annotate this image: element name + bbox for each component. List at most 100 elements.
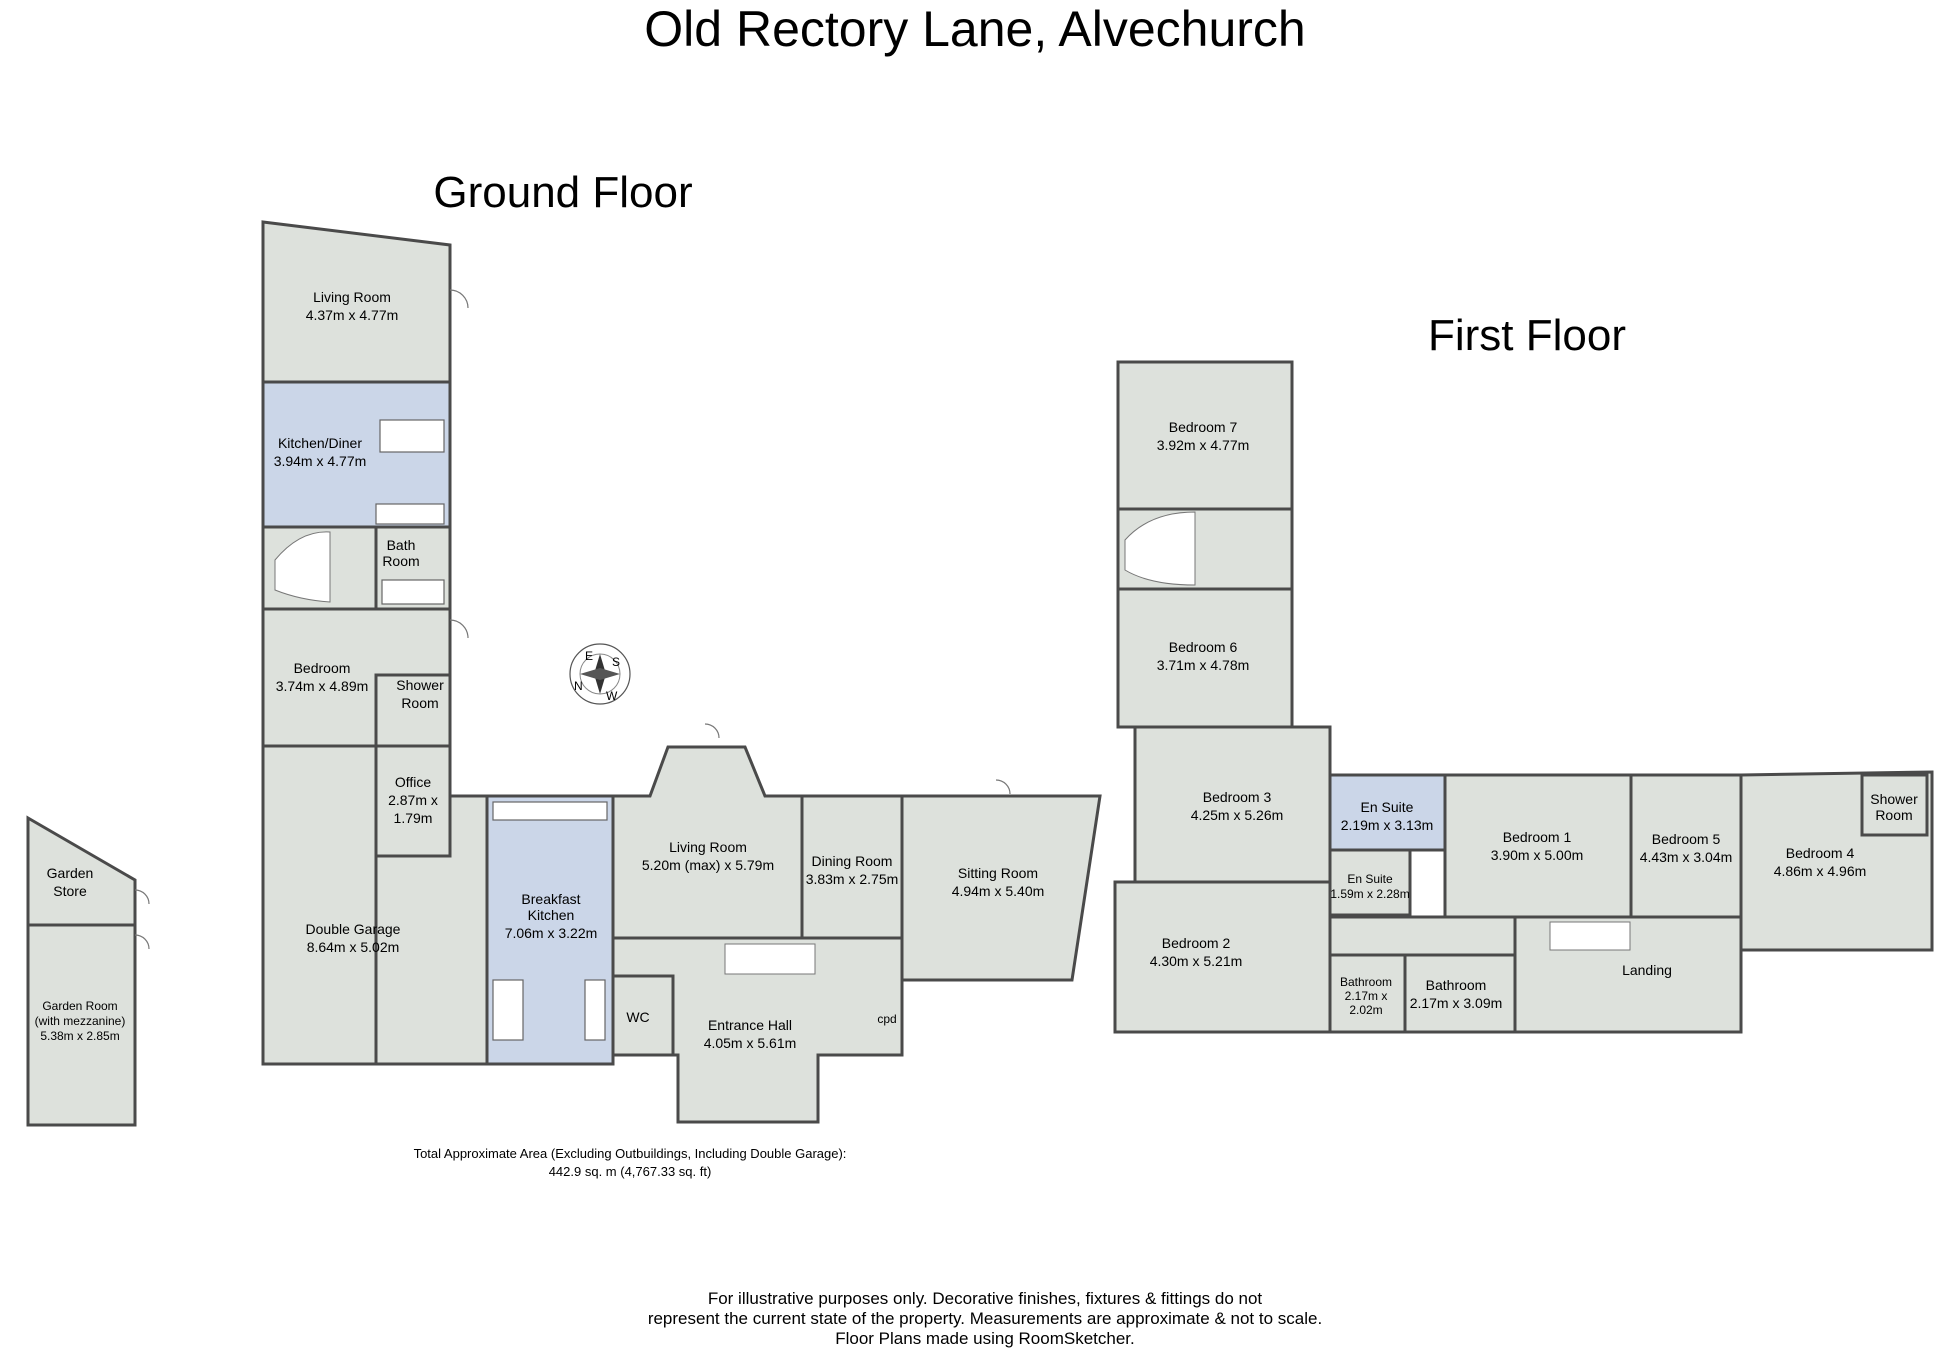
f-en-suite-1-name: En Suite xyxy=(1361,799,1414,815)
f-bedroom5-name: Bedroom 5 xyxy=(1652,831,1721,847)
g-wc-name: WC xyxy=(626,1009,649,1025)
f-bedroom4-size: 4.86m x 4.96m xyxy=(1774,863,1867,879)
g-kitchen-units-top xyxy=(492,801,608,821)
f-bedroom2-name: Bedroom 2 xyxy=(1162,935,1231,951)
g-double-garage-name: Double Garage xyxy=(306,921,401,937)
ground-floor-plan: N E S W Living Room 4.37m x 4.77m Kitche… xyxy=(26,220,1102,1179)
disclaimer-line1: For illustrative purposes only. Decorati… xyxy=(708,1289,1263,1308)
f-bathroom-name: Bathroom xyxy=(1426,977,1487,993)
f-bedroom5-size: 4.43m x 3.04m xyxy=(1640,849,1733,865)
g-door xyxy=(995,779,1011,795)
compass-n: N xyxy=(574,679,583,693)
first-floor-heading: First Floor xyxy=(1428,311,1626,360)
g-office-size1: 2.87m x xyxy=(388,792,438,808)
f-bedroom7-size: 3.92m x 4.77m xyxy=(1157,437,1250,453)
f-bathroom-small-size1: 2.17m x xyxy=(1345,989,1388,1003)
g-hall-stairs xyxy=(724,943,816,975)
g-wc-shape xyxy=(611,974,675,1057)
f-bedroom7-name: Bedroom 7 xyxy=(1169,419,1238,435)
f-stairs xyxy=(1124,511,1196,586)
f-bathroom-small-name: Bathroom xyxy=(1340,975,1392,989)
f-landing-name: Landing xyxy=(1622,962,1672,978)
f-bedroom3-size: 4.25m x 5.26m xyxy=(1191,807,1284,823)
f-landing-corridor xyxy=(1328,915,1517,957)
f-bedroom1-size: 3.90m x 5.00m xyxy=(1491,847,1584,863)
g-shower-room-shape xyxy=(374,673,452,748)
g-bath-room-line2: Room xyxy=(382,553,419,569)
g-garden-room-size: 5.38m x 2.85m xyxy=(40,1029,119,1043)
area-note-line1: Total Approximate Area (Excluding Outbui… xyxy=(414,1146,847,1161)
g-door xyxy=(134,934,150,950)
g-living-room-size: 4.37m x 4.77m xyxy=(306,307,399,323)
g-door xyxy=(449,289,469,309)
g-kitchen-units-right xyxy=(584,979,606,1041)
g-entrance-hall-size: 4.05m x 5.61m xyxy=(704,1035,797,1051)
ground-floor-heading: Ground Floor xyxy=(433,168,692,217)
g-garden-room-shape xyxy=(26,923,137,1127)
f-en-suite-2-name: En Suite xyxy=(1347,872,1393,886)
g-bath-room-line1: Bath xyxy=(387,537,416,553)
g-kitchen-counter-2 xyxy=(375,503,445,525)
f-bedroom6-size: 3.71m x 4.78m xyxy=(1157,657,1250,673)
f-bathroom-small-size2: 2.02m xyxy=(1349,1003,1382,1017)
g-office-name: Office xyxy=(395,774,432,790)
g-stairs xyxy=(274,531,331,603)
g-door xyxy=(704,723,720,739)
f-bedroom2-shape xyxy=(1113,880,1332,1034)
g-bedroom-size: 3.74m x 4.89m xyxy=(276,678,369,694)
f-bedroom1-shape xyxy=(1443,773,1633,919)
g-breakfast-kitchen-line1: Breakfast xyxy=(521,891,580,907)
g-bathtub xyxy=(381,579,445,605)
g-kitchen-diner-shape xyxy=(261,380,452,529)
f-en-suite-2-size: 1.59m x 2.28m xyxy=(1330,887,1409,901)
compass-s: S xyxy=(612,655,620,669)
g-double-garage-size: 8.64m x 5.02m xyxy=(307,939,400,955)
g-garden-room-note: (with mezzanine) xyxy=(35,1014,126,1028)
first-floor-labels: Bedroom 7 3.92m x 4.77m Bedroom 6 3.71m … xyxy=(1150,419,1918,1017)
f-bedroom7-shape xyxy=(1116,360,1294,511)
g-living-room-2-name: Living Room xyxy=(669,839,747,855)
g-breakfast-kitchen-size: 7.06m x 3.22m xyxy=(505,925,598,941)
ground-floor-labels: Living Room 4.37m x 4.77m Kitchen/Diner … xyxy=(35,289,1045,1051)
g-breakfast-kitchen-line2: Kitchen xyxy=(528,907,575,923)
g-shower-room-line2: Room xyxy=(401,695,438,711)
f-bedroom3-shape xyxy=(1133,725,1332,884)
g-sitting-room-name: Sitting Room xyxy=(958,865,1038,881)
f-bedroom3-name: Bedroom 3 xyxy=(1203,789,1272,805)
g-entrance-hall-name: Entrance Hall xyxy=(708,1017,792,1033)
compass-needle-cross xyxy=(580,668,620,680)
compass-e: E xyxy=(585,649,593,663)
g-garden-store-line2: Store xyxy=(53,883,87,899)
g-bedroom-name: Bedroom xyxy=(294,660,351,676)
f-bathroom-size: 2.17m x 3.09m xyxy=(1410,995,1503,1011)
compass-w: W xyxy=(606,689,618,703)
g-cpd-label: cpd xyxy=(877,1012,896,1026)
g-garden-room-name: Garden Room xyxy=(42,999,117,1013)
g-dining-room-name: Dining Room xyxy=(812,853,893,869)
f-shower-room-line1: Shower xyxy=(1870,791,1918,807)
f-bedroom6-shape xyxy=(1116,587,1294,729)
g-door xyxy=(449,619,469,639)
g-kitchen-diner-size: 3.94m x 4.77m xyxy=(274,453,367,469)
g-door xyxy=(134,889,150,905)
disclaimer-line2: represent the current state of the prope… xyxy=(648,1309,1322,1328)
g-shower-room-line1: Shower xyxy=(396,677,444,693)
first-floor-plan: Bedroom 7 3.92m x 4.77m Bedroom 6 3.71m … xyxy=(1113,360,1934,1034)
f-bedroom2-size: 4.30m x 5.21m xyxy=(1150,953,1243,969)
f-bedroom4-name: Bedroom 4 xyxy=(1786,845,1855,861)
f-bedroom5-shape xyxy=(1629,773,1743,922)
g-double-garage-shape xyxy=(261,744,378,1066)
f-en-suite-1-size: 2.19m x 3.13m xyxy=(1341,817,1434,833)
g-living-room-2-size: 5.20m (max) x 5.79m xyxy=(642,857,774,873)
f-bedroom6-name: Bedroom 6 xyxy=(1169,639,1238,655)
g-office-size2: 1.79m xyxy=(394,810,433,826)
g-garden-store-line1: Garden xyxy=(47,865,94,881)
g-kitchen-units-left xyxy=(492,979,524,1041)
g-dining-room-size: 3.83m x 2.75m xyxy=(806,871,899,887)
g-kitchen-diner-name: Kitchen/Diner xyxy=(278,435,362,451)
f-bathroom-shape xyxy=(1403,953,1517,1034)
f-landing-stairs xyxy=(1549,921,1631,951)
g-kitchen-counter xyxy=(379,419,445,453)
g-sitting-room-shape xyxy=(900,794,1102,982)
